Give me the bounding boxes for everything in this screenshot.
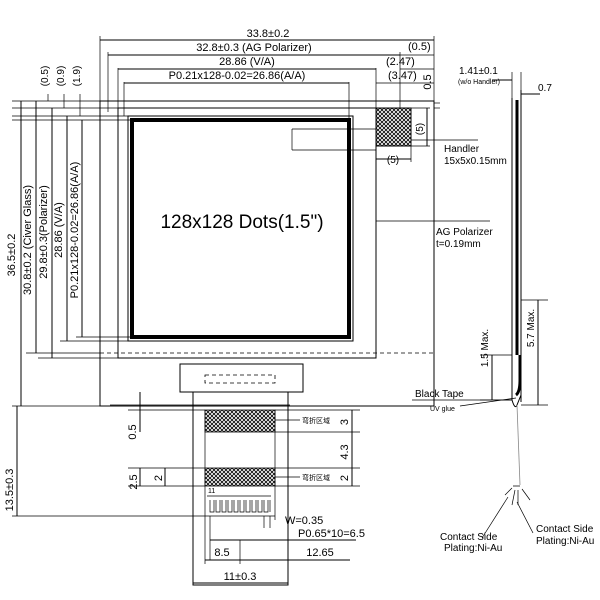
dim-bottom-right: 12.65 bbox=[306, 547, 334, 559]
plating-right: Plating:Ni-Au bbox=[536, 536, 594, 547]
viewing-area-border bbox=[127, 115, 354, 342]
dim-left-small-1: (0.9) bbox=[56, 66, 67, 87]
ag-polarizer-callout: AG Polarizer t=0.19mm bbox=[376, 220, 493, 250]
left-dimensions: (0.5) (0.9) (1.9) 36.5±0.2 30.8±0.2 (Civ… bbox=[6, 66, 132, 407]
dim-pin-width: W=0.35 bbox=[285, 515, 323, 527]
dim-fpc-1: 2.5 bbox=[128, 474, 140, 489]
side-view: 1.41±0.1 (w/o Handler) 0.7 1.5 Max. 5.7 … bbox=[412, 66, 594, 554]
dim-top-right-1: (2.47) bbox=[386, 56, 415, 68]
dim-ag-polarizer-width: 32.8±0.3 (AG Polarizer) bbox=[196, 42, 311, 54]
dim-right-vertical: 0.5 bbox=[422, 74, 434, 89]
dim-polarizer-height: 29.8±0.3(Polarizer) bbox=[38, 185, 50, 278]
active-area-border bbox=[130, 118, 351, 339]
bend-area-label-2: 弯折区域 bbox=[302, 473, 330, 482]
side-thickness-note: (w/o Handler) bbox=[458, 79, 500, 86]
dim-va-height: 28.86 (V/A) bbox=[53, 202, 65, 258]
dim-fpc-0: 0.5 bbox=[127, 424, 139, 439]
polarizer-outline bbox=[117, 107, 377, 359]
dim-top-right-0: (0.5) bbox=[408, 41, 431, 53]
dim-left-small-0: (0.5) bbox=[40, 66, 51, 87]
handler-hatch bbox=[375, 107, 412, 147]
bend-area-label-1: 弯折区域 bbox=[302, 416, 330, 425]
uv-glue-label: UV glue bbox=[430, 406, 455, 413]
ag-polarizer-thickness: t=0.19mm bbox=[436, 239, 481, 250]
top-dimensions: 33.8±0.2 32.8±0.3 (AG Polarizer) 28.86 (… bbox=[99, 28, 435, 120]
front-view: 128x128 Dots(1.5") bbox=[99, 100, 440, 407]
display-label: 128x128 Dots(1.5") bbox=[160, 212, 323, 233]
side-thickness: 1.41±0.1 bbox=[459, 66, 498, 77]
dim-aa-width: P0.21x128-0.02=26.86(A/A) bbox=[169, 70, 306, 82]
fpc-area: 弯折区域 弯折区域 11 0.5 2.5 2 13.5±0.3 3 4.3 bbox=[4, 363, 360, 586]
dim-va-width: 28.86 (V/A) bbox=[219, 56, 275, 68]
plating-left: Plating:Ni-Au bbox=[444, 543, 502, 554]
ic-bonding-area bbox=[179, 363, 304, 393]
dim-pitch: P0.65*10=6.5 bbox=[298, 528, 365, 540]
pin-label: 11 bbox=[208, 488, 215, 495]
handler-callout: (5) (5) Handler 15x5x0.15mm bbox=[291, 107, 507, 167]
contact-side-right: Contact Side bbox=[536, 524, 594, 535]
dim-overall-width: 33.8±0.2 bbox=[247, 28, 290, 40]
handler-size-label: 15x5x0.15mm bbox=[444, 156, 507, 167]
contact-pins: 11 bbox=[207, 488, 275, 517]
side-max-2: 5.7 Max. bbox=[526, 309, 537, 347]
dim-fpc-2: 2 bbox=[153, 475, 165, 481]
side-handler-thickness: 0.7 bbox=[538, 83, 552, 94]
dim-top-right-2: (3.47) bbox=[388, 70, 417, 82]
dim-overall-height: 36.5±0.2 bbox=[6, 234, 18, 277]
handler-width-label: (5) bbox=[387, 155, 399, 166]
cover-glass-outline bbox=[99, 100, 435, 407]
dim-fpc-6: 2 bbox=[339, 475, 351, 481]
bend-area-1 bbox=[204, 409, 276, 433]
side-max-1: 1.5 Max. bbox=[480, 329, 491, 367]
dim-aa-height: P0.21x128-0.02=26.86(A/A) bbox=[69, 162, 81, 299]
bend-area-2 bbox=[204, 467, 276, 487]
bottom-dimensions: W=0.35 P0.65*10=6.5 8.5 12.65 11±0.3 bbox=[193, 515, 365, 584]
dim-fpc-5: 4.3 bbox=[339, 444, 351, 459]
dim-cover-glass-height: 30.8±0.2 (Civer Glass) bbox=[22, 185, 34, 295]
handler-height-label: (5) bbox=[415, 123, 426, 135]
dim-bottom-left: 8.5 bbox=[214, 547, 229, 559]
handler-label: Handler bbox=[444, 144, 480, 155]
ag-polarizer-label: AG Polarizer bbox=[436, 227, 493, 238]
dim-left-small-2: (1.9) bbox=[72, 66, 83, 87]
dim-fpc-height: 13.5±0.3 bbox=[4, 469, 16, 512]
contact-side-left: Contact Side bbox=[440, 532, 498, 543]
ic-chip-dashed bbox=[204, 374, 276, 384]
dim-fpc-4: 3 bbox=[339, 419, 351, 425]
dim-fpc-width: 11±0.3 bbox=[224, 571, 257, 583]
black-tape-label: Black Tape bbox=[415, 389, 464, 400]
